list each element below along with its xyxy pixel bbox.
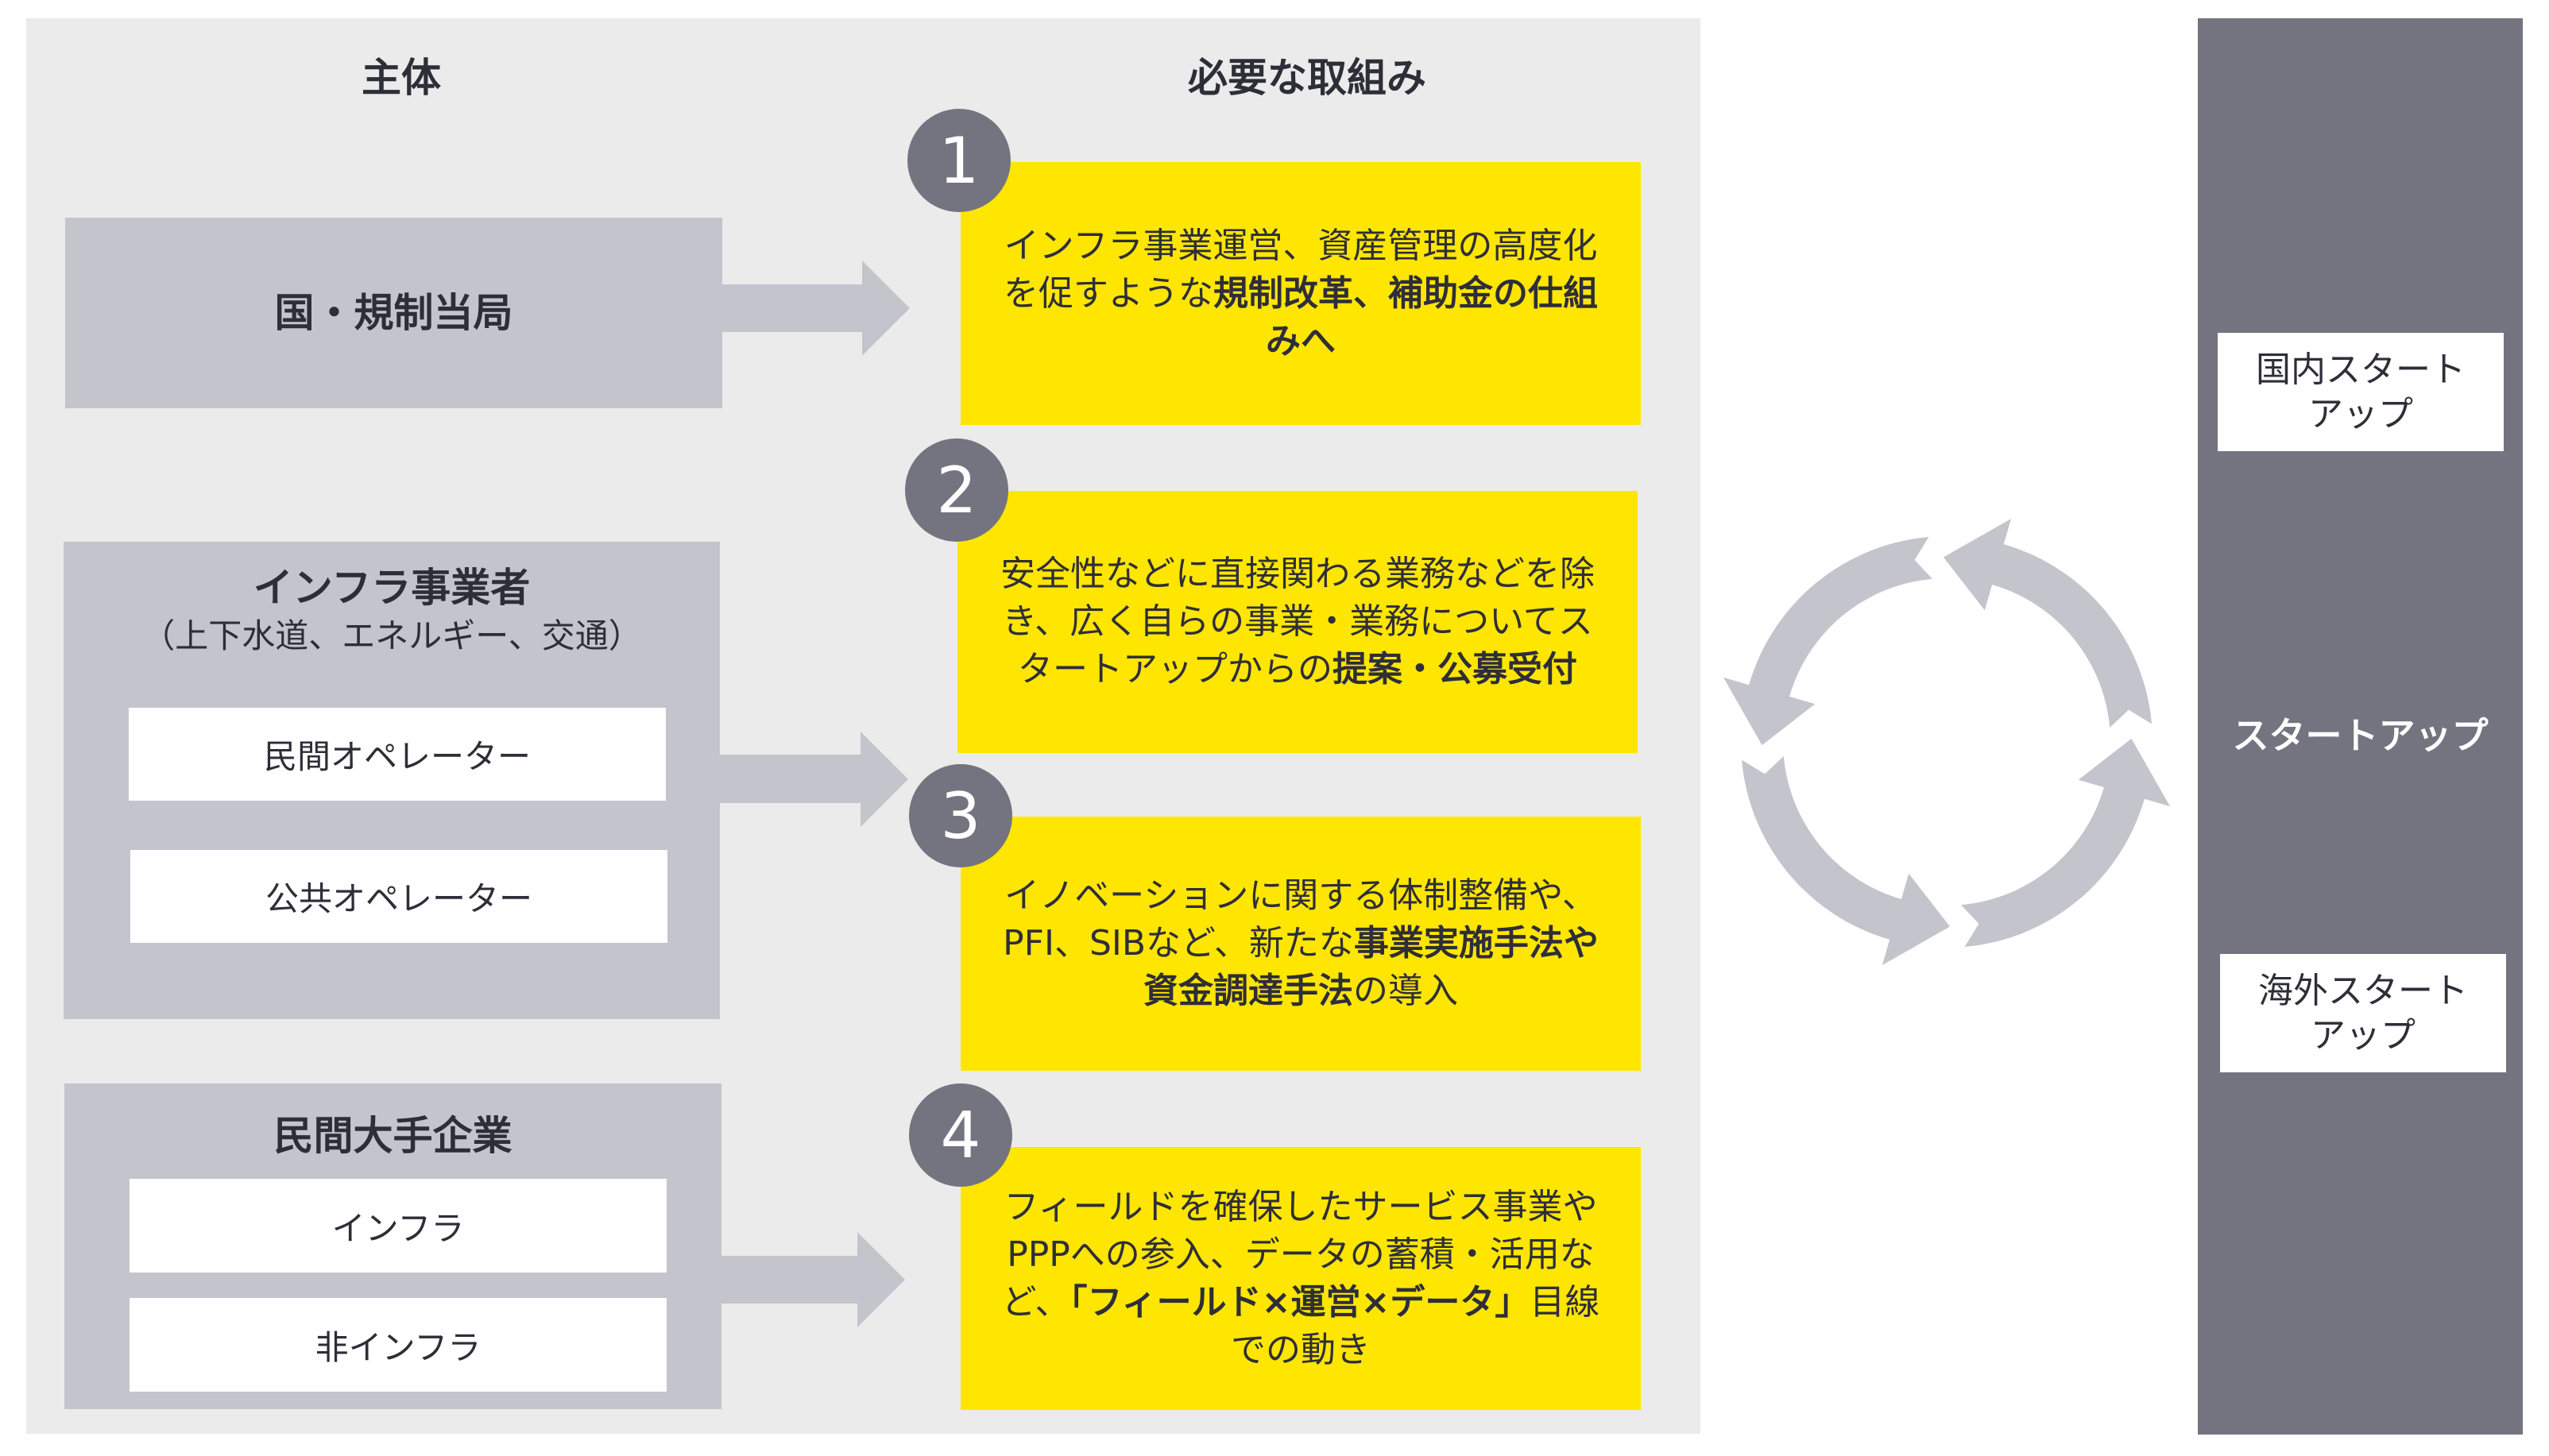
actor-infra-item-private: 民間オペレーター: [129, 708, 666, 801]
action-1-text: インフラ事業運営、資産管理の高度化を促すような規制改革、補助金の仕組みへ: [1004, 225, 1598, 361]
arrow-infra-to-actions: [720, 732, 908, 827]
actors-header: 主体: [362, 55, 441, 101]
actor-infra-operators: インフラ事業者 （上下水道、エネルギー、交通） 民間オペレーター 公共オペレータ…: [64, 542, 720, 1019]
arrow-companies-to-action4: [721, 1232, 905, 1327]
action-1-number-badge: 1: [907, 109, 1011, 212]
action-4-number-badge: 4: [909, 1083, 1012, 1187]
action-3-number-badge: 3: [909, 764, 1012, 867]
actor-infra-subtitle: （上下水道、エネルギー、交通）: [141, 616, 642, 655]
startup-domestic: 国内スタートアップ: [2218, 333, 2504, 451]
cycle-arrow-top: [1723, 537, 1932, 746]
startup-panel: [2198, 18, 2523, 1435]
actor-infra-title: インフラ事業者: [253, 565, 531, 611]
action-3-box: イノベーションに関する体制整備や、PFI、SIBなど、新たな事業実施手法や資金調…: [961, 817, 1641, 1071]
action-3-text: イノベーションに関する体制整備や、PFI、SIBなど、新たな事業実施手法や資金調…: [1003, 875, 1599, 1011]
startup-domestic-label: 国内スタートアップ: [2256, 349, 2466, 434]
action-4-text: フィールドを確保したサービス事業やPPPへの参入、データの蓄積・活用など、「フィ…: [1001, 1186, 1600, 1370]
action-2-box: 安全性などに直接関わる業務などを除き、広く自らの事業・業務についてスタートアップ…: [957, 491, 1638, 753]
action-2-text: 安全性などに直接関わる業務などを除き、広く自らの事業・業務についてスタートアップ…: [1000, 554, 1595, 689]
actor-large-item-non-infra: 非インフラ: [130, 1298, 667, 1392]
startup-overseas: 海外スタートアップ: [2220, 954, 2506, 1072]
arrow-government-to-action1: [722, 261, 910, 356]
action-2-number-badge: 2: [905, 438, 1008, 542]
action-4-box: フィールドを確保したサービス事業やPPPへの参入、データの蓄積・活用など、「フィ…: [961, 1147, 1641, 1410]
cycle-arrow-bottom: [1961, 738, 2170, 947]
cycle-arrow-left: [1943, 519, 2152, 728]
actor-government-title: 国・規制当局: [274, 290, 513, 336]
actor-government: 国・規制当局: [65, 218, 722, 408]
actor-infra-item-public: 公共オペレーター: [130, 850, 667, 943]
actions-header: 必要な取組み: [1188, 55, 1426, 101]
action-1-box: インフラ事業運営、資産管理の高度化を促すような規制改革、補助金の仕組みへ: [961, 162, 1641, 425]
cycle-arrow-right: [1742, 756, 1951, 965]
actor-large-item-infra: インフラ: [130, 1179, 667, 1273]
actor-large-companies: 民間大手企業 インフラ 非インフラ: [64, 1083, 721, 1409]
startup-panel-title: スタートアップ: [2232, 714, 2489, 757]
startup-overseas-label: 海外スタートアップ: [2258, 970, 2468, 1056]
actor-large-companies-title: 民間大手企業: [273, 1113, 513, 1159]
